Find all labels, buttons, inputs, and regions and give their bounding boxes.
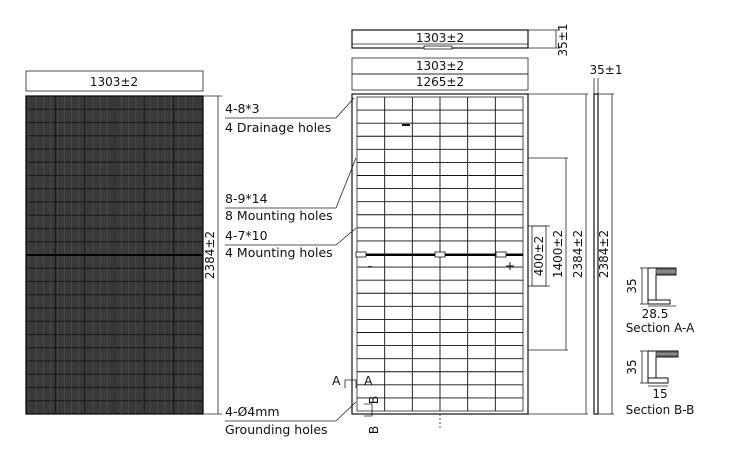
mounting8-spec: 8-9*14 <box>225 191 268 206</box>
spacing-400-text: 400±2 <box>532 236 546 277</box>
hole-spacing-dimensions: 400±2 1400±2 2384±2 <box>528 93 588 415</box>
section-a-title: Section A-A <box>626 321 695 335</box>
mounting4-spec: 4-7*10 <box>225 228 268 243</box>
front-width-text: 1303±2 <box>90 75 138 89</box>
section-mark-a-left: A <box>332 373 341 388</box>
junction-plus-sign: + <box>505 258 515 273</box>
section-a-a: 35 28.5 Section A-A <box>625 267 695 335</box>
section-b-title: Section B-B <box>626 403 695 417</box>
top-width-text: 1303±2 <box>416 31 464 45</box>
mounting4-label: 4 Mounting holes <box>225 245 333 260</box>
front-height-text: 2384±2 <box>203 231 217 279</box>
front-view: 1303±2 2384±2 <box>25 70 222 415</box>
back-inner-width-text: 1265±2 <box>416 75 464 89</box>
section-b-height: 35 <box>625 359 639 374</box>
back-height-text: 2384±2 <box>571 230 585 278</box>
drainage-spec: 4-8*3 <box>225 101 260 116</box>
side-height-text: 2384±2 <box>597 230 611 278</box>
section-mark-b-bottom: B <box>366 426 381 435</box>
callout-mounting-4: 4-7*10 4 Mounting holes <box>225 227 357 260</box>
mounting8-label: 8 Mounting holes <box>225 208 333 223</box>
grounding-label: Grounding holes <box>225 422 328 437</box>
callout-drainage: 4-8*3 4 Drainage holes <box>225 97 355 135</box>
section-mark-a-right: A <box>364 373 373 388</box>
back-inner-width-box <box>351 73 529 91</box>
side-depth-text: 35±1 <box>590 63 623 77</box>
side-view: 35±1 2384±2 <box>590 63 623 415</box>
callout-grounding: 4-Ø4mm Grounding holes <box>225 401 357 437</box>
callout-mounting-8: 8-9*14 8 Mounting holes <box>225 157 357 223</box>
junction-box-plus <box>495 251 507 258</box>
back-width-text: 1303±2 <box>416 59 464 73</box>
spacing-1400-text: 1400±2 <box>551 230 565 278</box>
junction-box-minus <box>355 251 367 258</box>
section-a-height: 35 <box>625 278 639 293</box>
section-b-b: 35 15 Section B-B <box>625 350 695 417</box>
section-mark-b-top: B <box>366 396 381 405</box>
front-height-dimension: 2384±2 <box>203 95 222 415</box>
section-a-width: 28.5 <box>642 307 669 321</box>
grounding-spec: 4-Ø4mm <box>225 404 280 419</box>
section-b-width: 15 <box>652 387 667 401</box>
drainage-label: 4 Drainage holes <box>225 120 331 135</box>
front-width-dimension: 1303±2 <box>25 70 204 92</box>
section-marks: A A B B <box>332 373 381 434</box>
top-depth-text: 35±1 <box>556 24 570 57</box>
junction-box-center <box>434 251 446 258</box>
junction-minus-sign: - <box>368 258 373 273</box>
back-view: 1303±2 1265±2 - + 400±2 1400±2 <box>351 57 588 428</box>
top-view: 1303±2 35±1 <box>351 24 570 57</box>
